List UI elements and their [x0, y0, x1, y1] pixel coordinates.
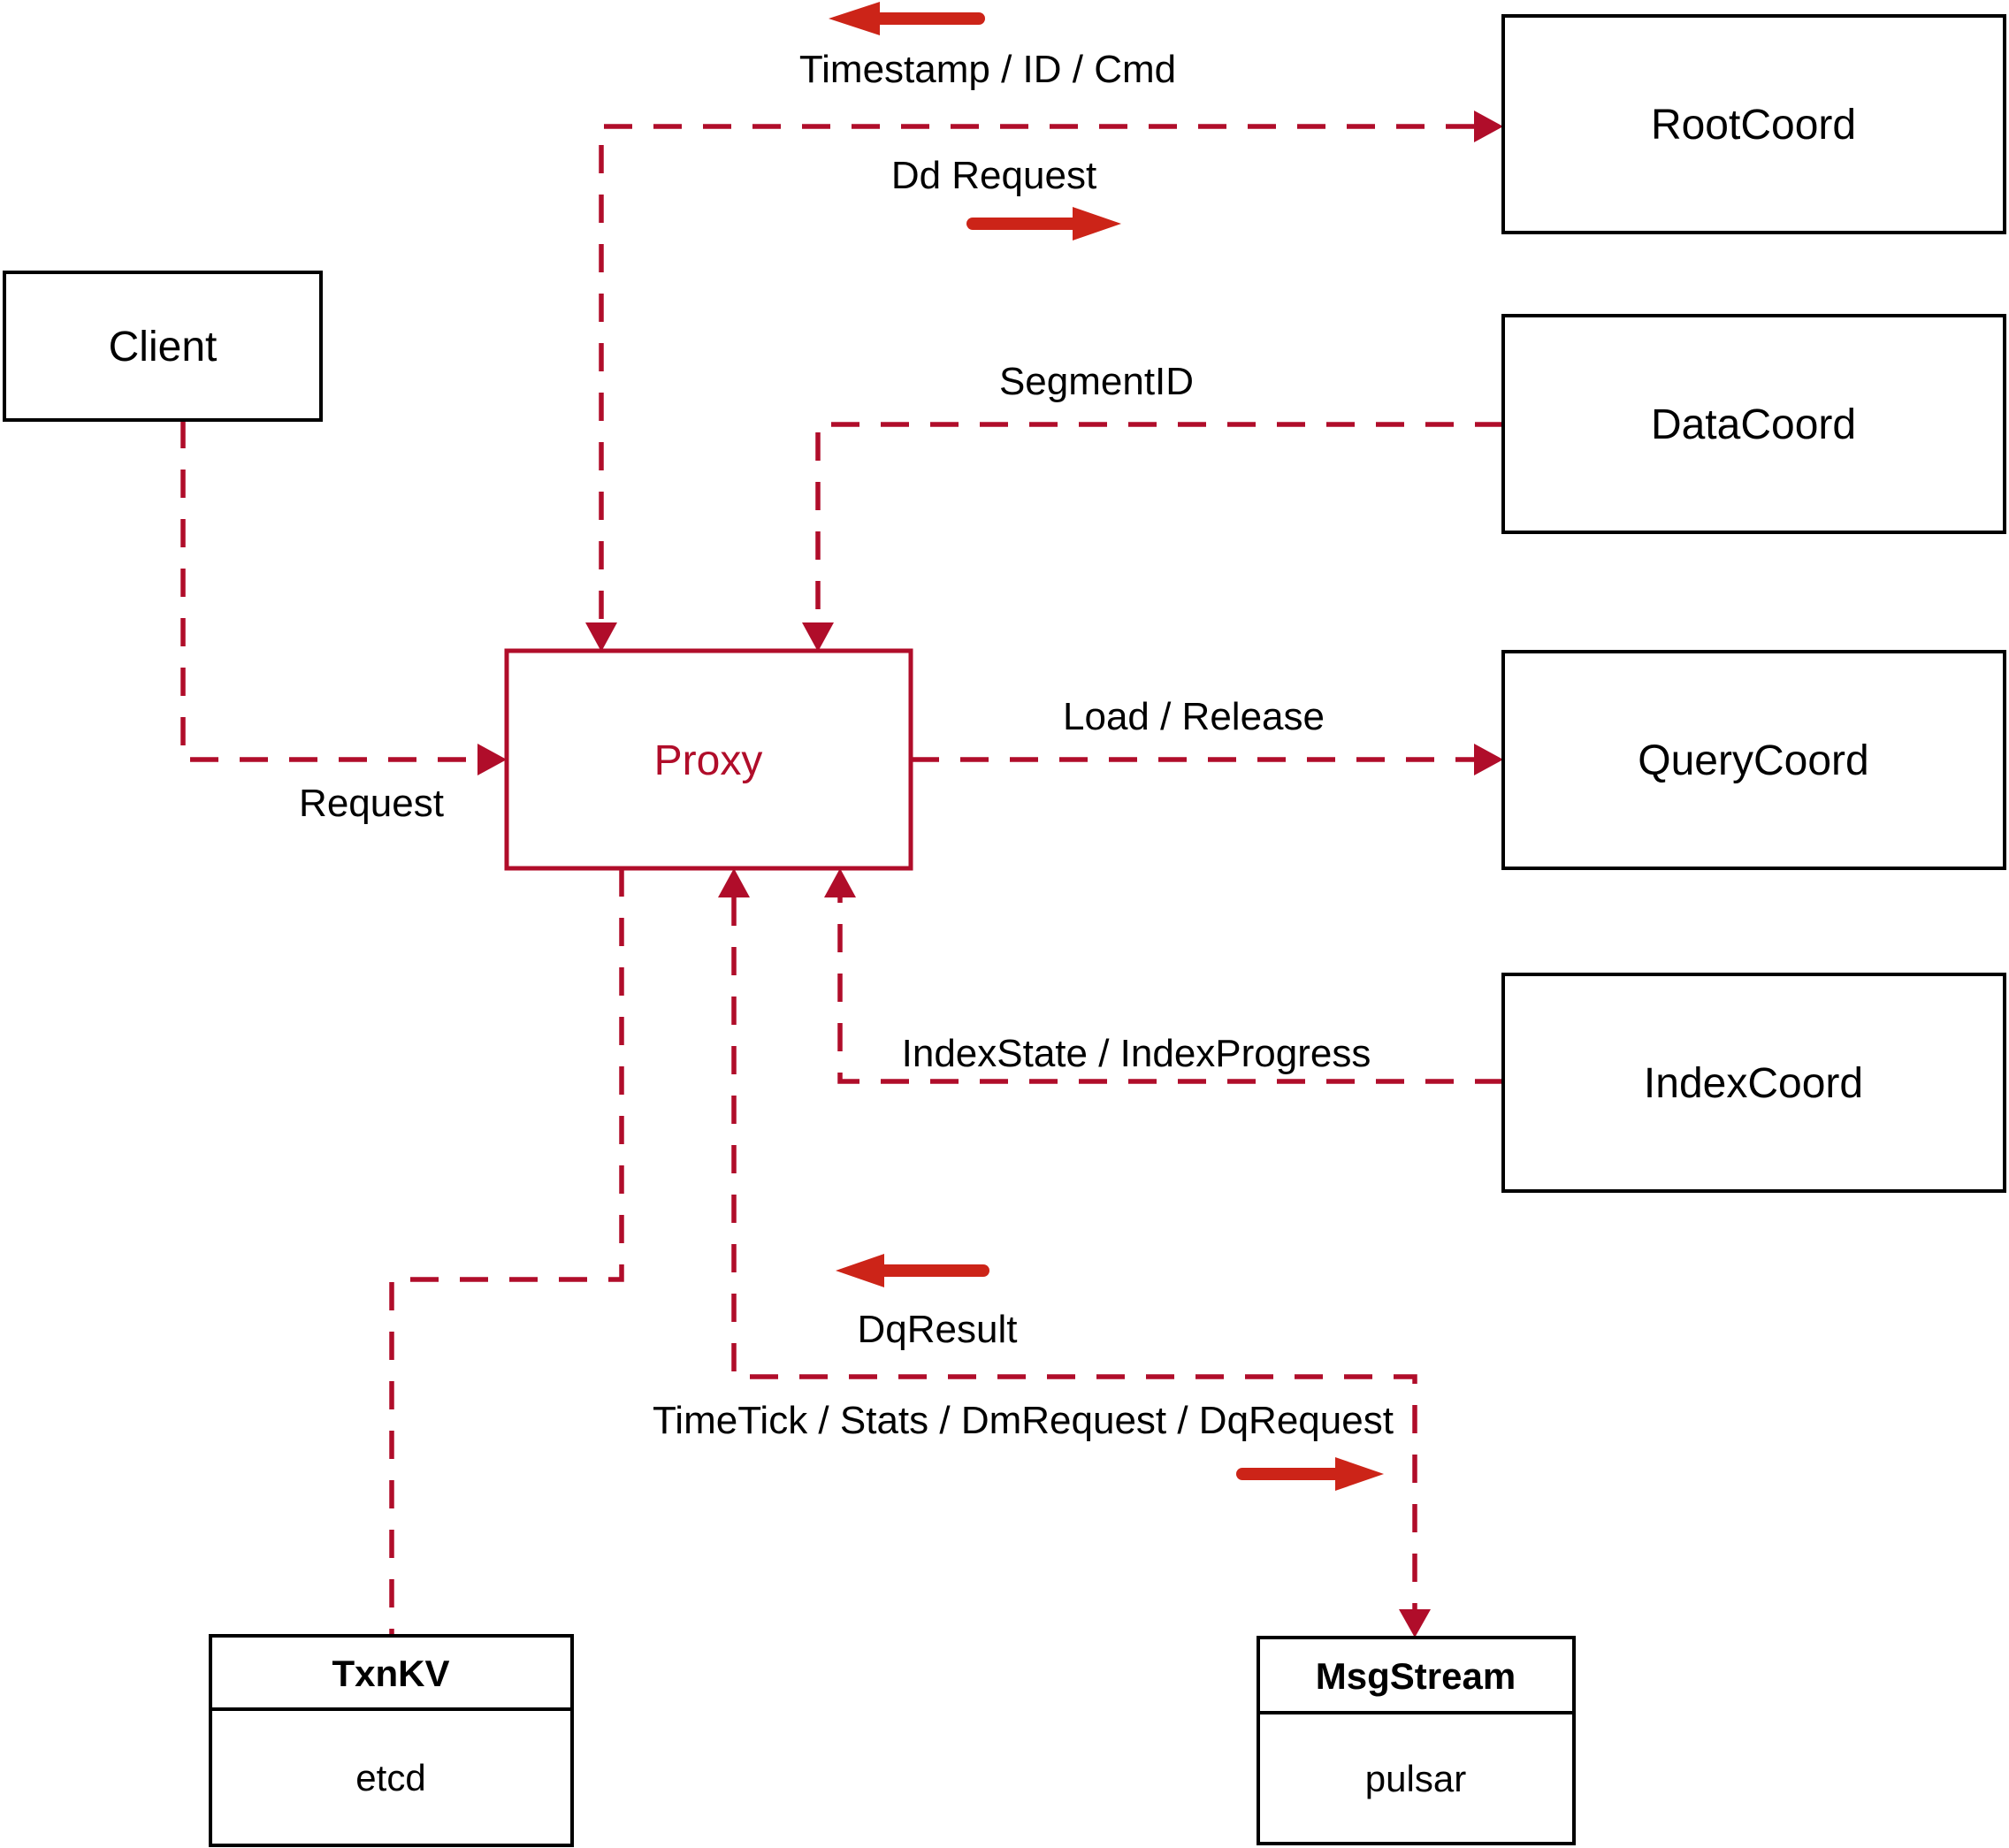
proxy-box — [504, 648, 913, 871]
edge-label-timetick-stats-dmrequest-dqrequest: TimeTick / Stats / DmRequest / DqRequest — [653, 1399, 1394, 1442]
querycoord-label: QueryCoord — [1638, 737, 1868, 784]
msgstream-line — [731, 897, 1417, 1609]
arrowhead-into-msgstream-icon — [1399, 1609, 1431, 1638]
edge-proxy-rootcoord — [585, 111, 1503, 652]
direction-arrow-left-dqresult — [836, 1254, 989, 1287]
arrowhead-into-proxy-bottom-left-icon — [718, 868, 750, 897]
right-arrow-head-icon — [1335, 1457, 1384, 1491]
edge-proxy-txnkv — [389, 868, 624, 1636]
rootcoord-label: RootCoord — [1651, 102, 1856, 149]
rootcoord-box — [1501, 14, 2006, 234]
edge-label-dd-request: Dd Request — [891, 154, 1096, 197]
edge-label-segmentid: SegmentID — [999, 360, 1194, 403]
node-rootcoord: RootCoord — [1501, 14, 2006, 234]
arrowhead-into-rootcoord-icon — [1474, 111, 1503, 142]
indexcoord-label: IndexCoord — [1644, 1060, 1863, 1107]
left-arrow-head-icon — [829, 2, 880, 35]
txnkv-line — [389, 868, 624, 1636]
proxy-label: Proxy — [654, 737, 763, 784]
arrowhead-into-proxy-left-icon — [477, 744, 507, 775]
node-datacoord: DataCoord — [1501, 314, 2006, 534]
querycoord-box — [1501, 650, 2006, 870]
client-box — [3, 271, 323, 422]
node-querycoord: QueryCoord — [1501, 650, 2006, 870]
edge-label-indexstate-indexprogress: IndexState / IndexProgress — [902, 1032, 1371, 1075]
direction-arrow-right-timetick — [1236, 1457, 1384, 1491]
edge-label-timestamp-id-cmd: Timestamp / ID / Cmd — [799, 48, 1176, 91]
edge-proxy-msgstream — [718, 868, 1431, 1638]
left-arrow-head-icon — [836, 1254, 884, 1287]
direction-arrow-right-dd-request — [966, 207, 1121, 241]
arrowhead-into-proxy-top-left-icon — [585, 622, 617, 652]
node-txnkv: TxnKV etcd — [209, 1634, 574, 1847]
txnkv-title: TxnKV — [332, 1653, 449, 1694]
edge-label-request: Request — [299, 782, 444, 825]
arrowhead-into-querycoord-icon — [1474, 744, 1503, 775]
direction-arrow-left-timestamp — [829, 2, 985, 35]
datacoord-line — [815, 422, 1503, 622]
msgstream-box — [1257, 1636, 1576, 1845]
datacoord-label: DataCoord — [1651, 401, 1856, 448]
txnkv-value: etcd — [355, 1757, 425, 1798]
node-client: Client — [3, 271, 323, 422]
client-label: Client — [109, 324, 218, 370]
rootcoord-line — [599, 124, 1474, 622]
edge-indexcoord-proxy — [824, 868, 1503, 1084]
indexcoord-box — [1501, 973, 2006, 1193]
node-indexcoord: IndexCoord — [1501, 973, 2006, 1193]
datacoord-box — [1501, 314, 2006, 534]
request-line — [180, 420, 477, 762]
arrowhead-into-proxy-bottom-right-icon — [824, 868, 856, 897]
txnkv-box — [209, 1634, 574, 1847]
edge-proxy-querycoord — [911, 744, 1503, 775]
edge-label-load-release: Load / Release — [1063, 695, 1325, 738]
edge-label-dqresult: DqResult — [858, 1308, 1018, 1351]
msgstream-value: pulsar — [1365, 1758, 1466, 1799]
edge-datacoord-proxy — [802, 422, 1503, 652]
msgstream-title: MsgStream — [1316, 1655, 1516, 1697]
node-msgstream: MsgStream pulsar — [1257, 1636, 1576, 1845]
arrowhead-into-proxy-top-right-icon — [802, 622, 834, 652]
node-proxy: Proxy — [504, 648, 913, 871]
edge-client-request — [180, 420, 507, 775]
indexcoord-line — [837, 897, 1503, 1084]
right-arrow-head-icon — [1073, 207, 1121, 241]
